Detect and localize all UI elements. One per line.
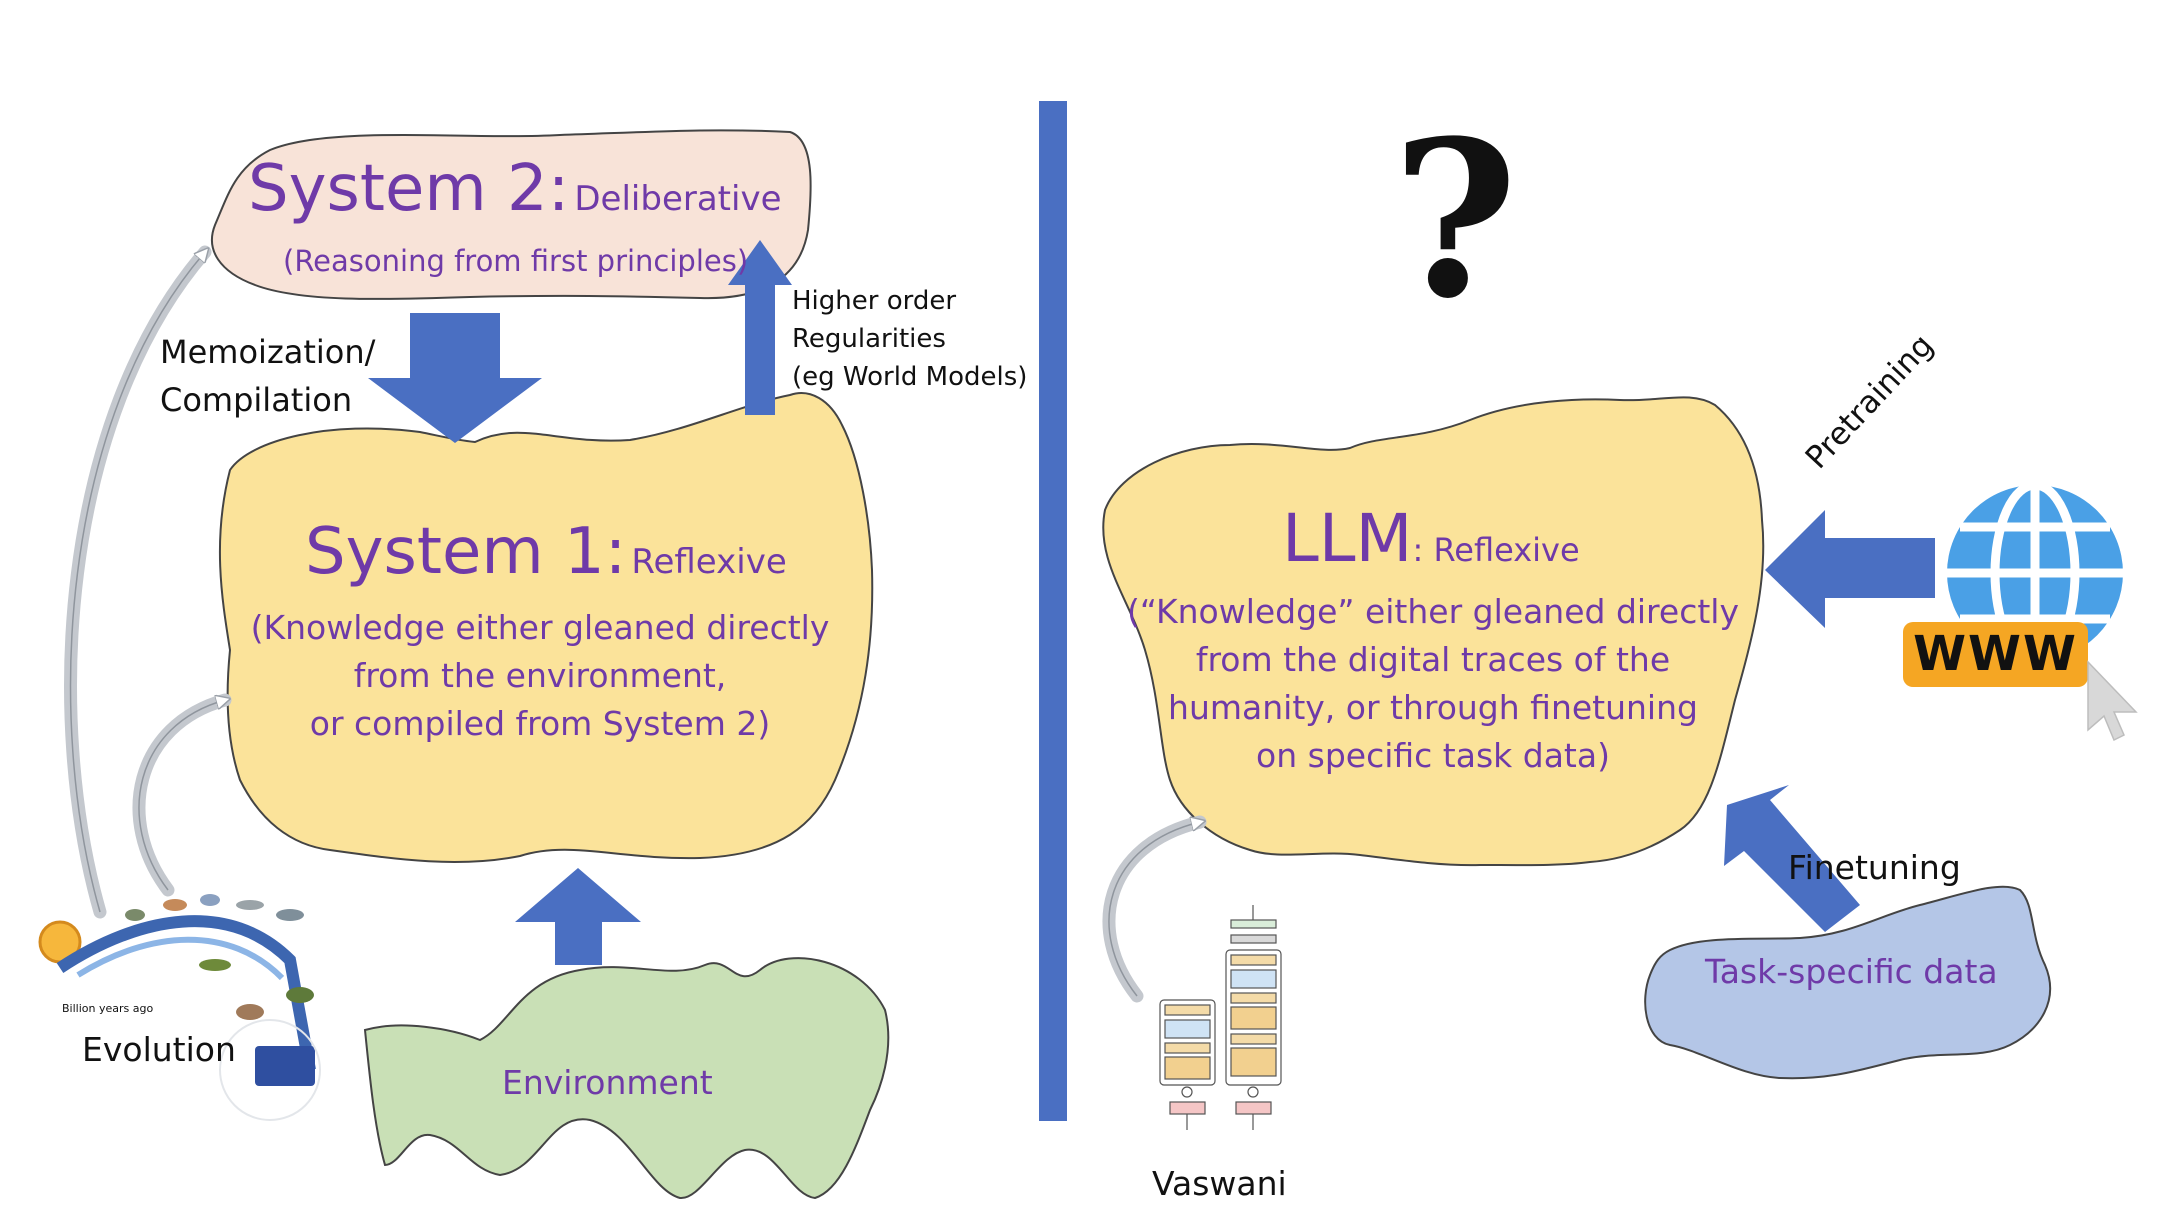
llm-title: LLM [1282, 500, 1413, 577]
evolution-curve-short [132, 693, 232, 897]
llm-description: (“Knowledge” either gleaned directly fro… [1108, 588, 1758, 780]
center-divider [1039, 101, 1067, 1121]
finetuning-arrow [1724, 785, 1860, 932]
memoization-label-line-1: Memoization/ [160, 333, 376, 371]
llm-desc-line-1: (“Knowledge” either gleaned directly [1127, 592, 1739, 631]
llm-title-line: LLM: Reflexive [1282, 500, 1580, 577]
system1-title: System 1: [305, 515, 627, 589]
higher-order-label-line-3: (eg World Models) [792, 362, 1028, 392]
system1-blob [218, 392, 874, 864]
memoization-label: Memoization/ Compilation [160, 328, 375, 424]
pretraining-arrow [1765, 510, 1935, 628]
llm-desc-line-4: on specific task data) [1256, 736, 1610, 775]
system2-title: System 2: [248, 152, 570, 226]
memoization-arrow [368, 313, 542, 443]
system2-blob [210, 129, 812, 300]
vaswani-curve [1102, 815, 1207, 1003]
system2-description: (Reasoning from first principles) [283, 244, 749, 278]
cursor-icon [2087, 660, 2138, 742]
evolution-label: Evolution [82, 1030, 236, 1069]
evolution-curve-short-outline [138, 700, 225, 891]
environment-label: Environment [502, 1063, 713, 1102]
system1-description: (Knowledge either gleaned directly from … [240, 604, 840, 748]
system1-subtitle: Reflexive [631, 542, 787, 582]
evolution-curve-long-outline [69, 252, 205, 913]
system1-desc-line-2: from the environment, [353, 656, 727, 695]
higher-order-arrow [728, 240, 792, 415]
llm-desc-line-3: humanity, or through finetuning [1168, 688, 1698, 727]
evolution-timeline-image [38, 894, 321, 1121]
system2-title-line: System 2: Deliberative [248, 152, 782, 232]
system1-desc-line-1: (Knowledge either gleaned directly [250, 608, 830, 647]
www-badge: WWW [1913, 626, 2078, 682]
system1-desc-line-3: or compiled from System 2) [309, 704, 771, 743]
www-badge-bg [1903, 622, 2088, 687]
finetuning-label: Finetuning [1788, 848, 1961, 887]
task-data-label: Task-specific data [1705, 952, 1998, 991]
system1-title-line: System 1: Reflexive [305, 515, 787, 589]
system2-subtitle: Deliberative [574, 179, 782, 219]
higher-order-label-line-2: Regularities [792, 324, 946, 354]
memoization-label-line-2: Compilation [160, 381, 353, 419]
environment-arrow [515, 868, 641, 965]
environment-blob [363, 957, 890, 1200]
task-data-blob [1644, 885, 2051, 1080]
llm-subtitle: : Reflexive [1412, 531, 1580, 569]
question-mark: ? [1392, 93, 1518, 346]
llm-desc-line-2: from the digital traces of the [1195, 640, 1671, 679]
higher-order-label: Higher order Regularities (eg World Mode… [792, 282, 1027, 396]
evolution-image-caption: Billion years ago [62, 1002, 154, 1015]
vaswani-curve-outline [1108, 822, 1200, 997]
transformer-diagram-icon [1159, 905, 1282, 1130]
vaswani-label: Vaswani [1152, 1164, 1287, 1203]
higher-order-label-line-1: Higher order [792, 286, 957, 316]
